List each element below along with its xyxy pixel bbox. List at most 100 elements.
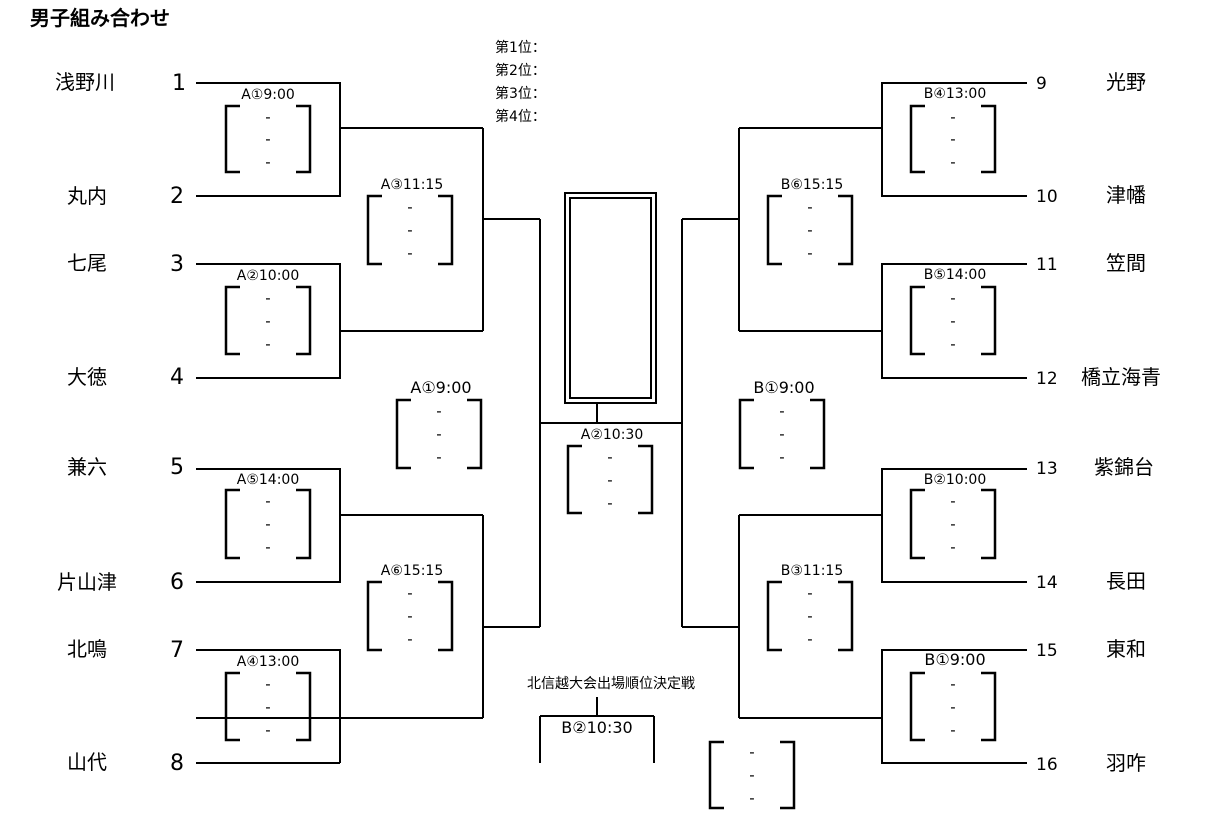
team-name: 北鳴 [67,637,107,661]
team-name: 光野 [1106,70,1146,94]
score-dash: - [749,789,754,807]
team-seed: 8 [170,751,184,776]
match-time-label: A④13:00 [237,654,299,670]
match-time-label: B②10:00 [924,472,987,488]
score-brackets [224,104,997,810]
score-dash: - [779,402,784,420]
score-dash: - [436,425,441,443]
score-dash: - [779,425,784,443]
score-dash: - [950,108,955,126]
team-seed: 1 [172,71,186,96]
right-teams: 9 光野 10 津幡 11 笠間 12 橋立海青 13 紫錦台 14 長田 15… [1036,70,1161,775]
score-dash: - [436,402,441,420]
match-time-label: A②10:30 [581,427,643,443]
team-name: 兼六 [67,455,107,479]
score-dash: - [265,515,270,533]
score-dash: - [265,312,270,330]
match-time-label: A①9:00 [241,87,295,103]
score-dash: - [950,335,955,353]
page-title: 男子組み合わせ [30,6,170,30]
team-name: 紫錦台 [1094,455,1154,479]
team-name: 七尾 [67,251,107,275]
score-dash: - [265,721,270,739]
team-seed: 2 [170,184,184,209]
rank-4: 第4位： [495,108,546,125]
score-dash: - [265,130,270,148]
score-dash: - [265,698,270,716]
score-dash: - [950,289,955,307]
score-dash: - [265,492,270,510]
match-time-label: B①9:00 [753,378,814,397]
score-dash: - [436,448,441,466]
score-dash: - [807,221,812,239]
score-dash: - [950,153,955,171]
score-dash: - [807,584,812,602]
team-name: 片山津 [57,570,117,594]
rank-1: 第1位： [495,39,546,56]
score-dash: - [407,630,412,648]
score-dash: - [265,675,270,693]
score-dash: - [265,153,270,171]
match-time-label: B⑤14:00 [924,267,987,283]
score-dash: - [950,130,955,148]
score-dash: - [950,492,955,510]
score-dash: - [265,335,270,353]
score-dash: - [749,743,754,761]
team-seed: 11 [1036,255,1058,275]
team-name: 丸内 [67,184,107,208]
team-seed: 12 [1036,369,1058,389]
score-dashes: - - - - - - - - - - - - - - - - - - - - … [265,108,955,807]
match-time-label: B⑥15:15 [781,177,844,193]
score-dash: - [779,448,784,466]
team-seed: 14 [1036,573,1058,593]
score-dash: - [950,312,955,330]
score-dash: - [807,607,812,625]
score-dash: - [407,607,412,625]
team-name: 山代 [67,750,107,774]
score-dash: - [407,244,412,262]
team-seed: 7 [170,638,184,663]
rank-3: 第3位： [495,85,546,102]
match-time-label: A⑤14:00 [237,472,299,488]
score-dash: - [749,766,754,784]
match-time-label: B①9:00 [924,650,985,669]
team-seed: 13 [1036,459,1058,479]
match-time-label: A②10:00 [237,268,299,284]
score-dash: - [950,538,955,556]
score-dash: - [807,244,812,262]
team-seed: 4 [170,365,184,390]
team-seed: 16 [1036,755,1058,775]
score-dash: - [950,515,955,533]
score-dash: - [807,630,812,648]
team-name: 羽咋 [1106,751,1146,775]
team-name: 長田 [1106,569,1146,593]
score-dash: - [807,198,812,216]
match-time-label: B③11:15 [781,563,844,579]
team-seed: 15 [1036,641,1058,661]
score-dash: - [607,471,612,489]
team-seed: 5 [170,455,184,480]
match-labels: A①9:00 A②10:00 A⑤14:00 A④13:00 A③11:15 A… [237,86,987,737]
third-place-label: 北信越大会出場順位決定戦 [527,676,695,692]
score-dash: - [407,221,412,239]
match-time-label: A⑥15:15 [381,563,443,579]
score-dash: - [265,108,270,126]
team-name: 津幡 [1106,183,1146,207]
team-name: 東和 [1106,637,1146,661]
score-dash: - [950,721,955,739]
score-dash: - [607,448,612,466]
score-dash: - [950,675,955,693]
champion-box [564,192,657,404]
team-seed: 6 [170,570,184,595]
bracket-lines [196,82,1027,764]
match-time-label: B④13:00 [924,86,987,102]
score-dash: - [265,538,270,556]
score-dash: - [950,698,955,716]
left-teams: 浅野川 1 丸内 2 七尾 3 大徳 4 兼六 5 片山津 6 北鳴 7 山代 … [55,70,186,776]
score-dash: - [407,584,412,602]
score-dash: - [407,198,412,216]
team-seed: 9 [1036,74,1047,94]
team-seed: 10 [1036,187,1058,207]
team-name: 大徳 [67,365,107,389]
